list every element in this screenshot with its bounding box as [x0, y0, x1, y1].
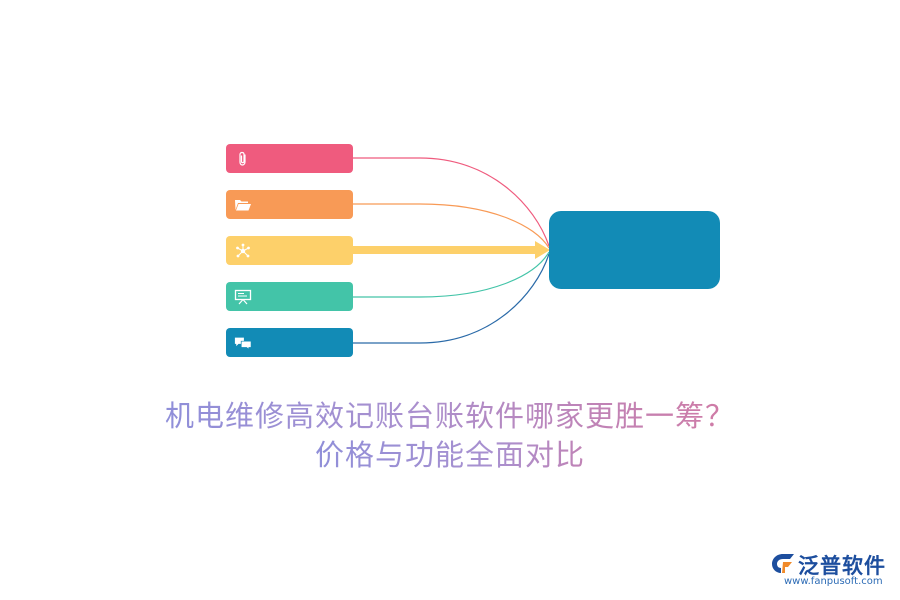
central-hub-node: [549, 211, 720, 289]
presentation-icon: [234, 288, 252, 306]
connector-line-4: [353, 251, 550, 298]
branch-node-4: [226, 282, 353, 311]
brand-url: www.fanpusoft.com: [784, 576, 883, 587]
connector-line-5: [353, 253, 550, 344]
connector-arrowhead: [535, 241, 550, 259]
title-line-1: 机电维修高效记账台账软件哪家更胜一筹？: [0, 393, 900, 435]
branch-node-5: [226, 328, 353, 357]
title-line-2: 价格与功能全面对比: [0, 432, 900, 474]
branch-node-1: [226, 144, 353, 173]
brand-name: 泛普软件: [798, 554, 886, 578]
folder-icon: [234, 196, 252, 214]
network-icon: [234, 242, 252, 260]
connector-line-1: [353, 157, 550, 247]
connector-line-2: [353, 203, 550, 249]
brand-logo: 泛普软件 www.fanpusoft.com: [770, 550, 892, 587]
branch-node-3: [226, 236, 353, 265]
paperclip-icon: [234, 150, 252, 168]
fanpu-logo-icon: [772, 554, 794, 573]
chat-bubbles-icon: [234, 334, 252, 352]
branch-node-2: [226, 190, 353, 219]
